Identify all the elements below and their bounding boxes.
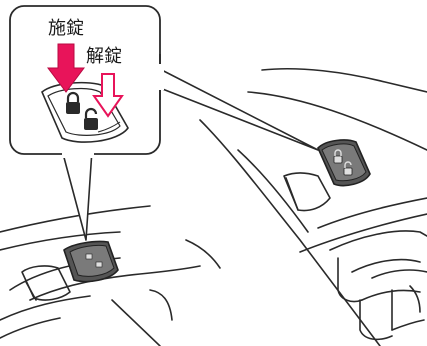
lock-open-icon — [343, 161, 353, 176]
unlock-label: 解錠 — [86, 46, 122, 67]
lock-closed-icon — [66, 91, 80, 114]
lock-open-icon — [84, 107, 98, 130]
unlock-arrow — [92, 73, 124, 118]
door-lock-switch-right — [317, 139, 371, 187]
small-lock-icons — [85, 253, 103, 268]
lock-label: 施錠 — [48, 18, 84, 39]
door-panel-lineart — [0, 67, 427, 346]
lock-arrow — [47, 43, 85, 93]
door-lock-switch-left — [63, 240, 119, 283]
lock-closed-icon — [333, 149, 343, 164]
